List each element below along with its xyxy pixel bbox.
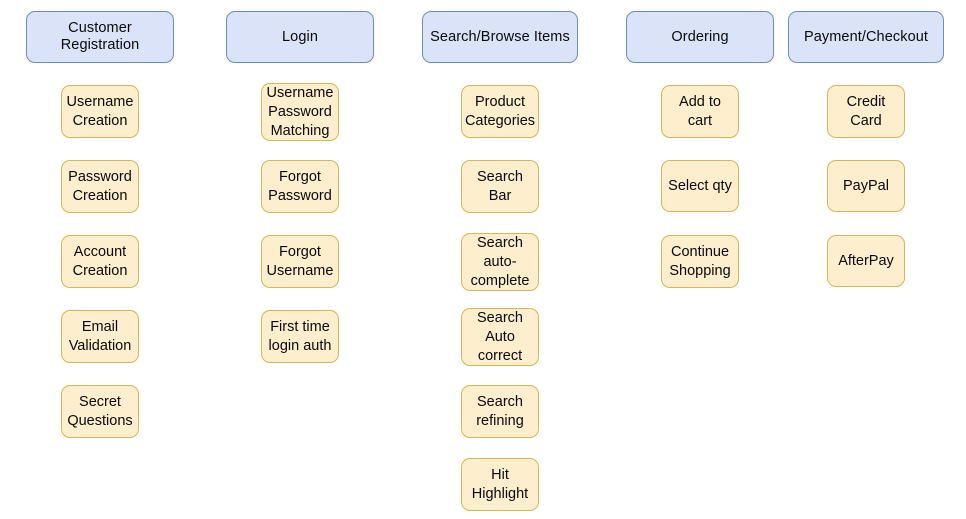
leaf-node-continue-shopping[interactable]: Continue Shopping: [661, 235, 739, 288]
leaf-node-search-autocomplete[interactable]: Search auto- complete: [461, 233, 539, 291]
leaf-node-password-creation[interactable]: Password Creation: [61, 160, 139, 213]
header-node-search-browse-items[interactable]: Search/Browse Items: [422, 11, 578, 63]
column-login: Login Username Password Matching Forgot …: [200, 0, 400, 519]
leaf-node-select-qty[interactable]: Select qty: [661, 160, 739, 212]
leaf-node-secret-questions[interactable]: Secret Questions: [61, 385, 139, 438]
leaf-node-forgot-username[interactable]: Forgot Username: [261, 235, 339, 288]
leaf-node-product-categories[interactable]: Product Categories: [461, 85, 539, 138]
leaf-node-credit-card[interactable]: Credit Card: [827, 85, 905, 138]
leaf-node-hit-highlight[interactable]: Hit Highlight: [461, 458, 539, 511]
column-ordering: Ordering Add to cart Select qty Continue…: [600, 0, 800, 519]
leaf-node-search-auto-correct[interactable]: Search Auto correct: [461, 308, 539, 366]
leaf-node-afterpay[interactable]: AfterPay: [827, 235, 905, 287]
leaf-node-first-time-login-auth[interactable]: First time login auth: [261, 310, 339, 363]
header-node-customer-registration[interactable]: Customer Registration: [26, 11, 174, 63]
column-search-browse-items: Search/Browse Items Product Categories S…: [400, 0, 600, 519]
leaf-node-paypal[interactable]: PayPal: [827, 160, 905, 212]
leaf-node-search-refining[interactable]: Search refining: [461, 385, 539, 438]
leaf-node-search-bar[interactable]: Search Bar: [461, 160, 539, 213]
leaf-node-username-password-matching[interactable]: Username Password Matching: [261, 83, 339, 141]
column-customer-registration: Customer Registration Username Creation …: [0, 0, 200, 519]
leaf-node-forgot-password[interactable]: Forgot Password: [261, 160, 339, 213]
leaf-node-account-creation[interactable]: Account Creation: [61, 235, 139, 288]
header-node-payment-checkout[interactable]: Payment/Checkout: [788, 11, 944, 63]
header-node-ordering[interactable]: Ordering: [626, 11, 774, 63]
header-node-login[interactable]: Login: [226, 11, 374, 63]
leaf-node-add-to-cart[interactable]: Add to cart: [661, 85, 739, 138]
leaf-node-email-validation[interactable]: Email Validation: [61, 310, 139, 363]
column-payment-checkout: Payment/Checkout Credit Card PayPal Afte…: [766, 0, 966, 519]
leaf-node-username-creation[interactable]: Username Creation: [61, 85, 139, 138]
